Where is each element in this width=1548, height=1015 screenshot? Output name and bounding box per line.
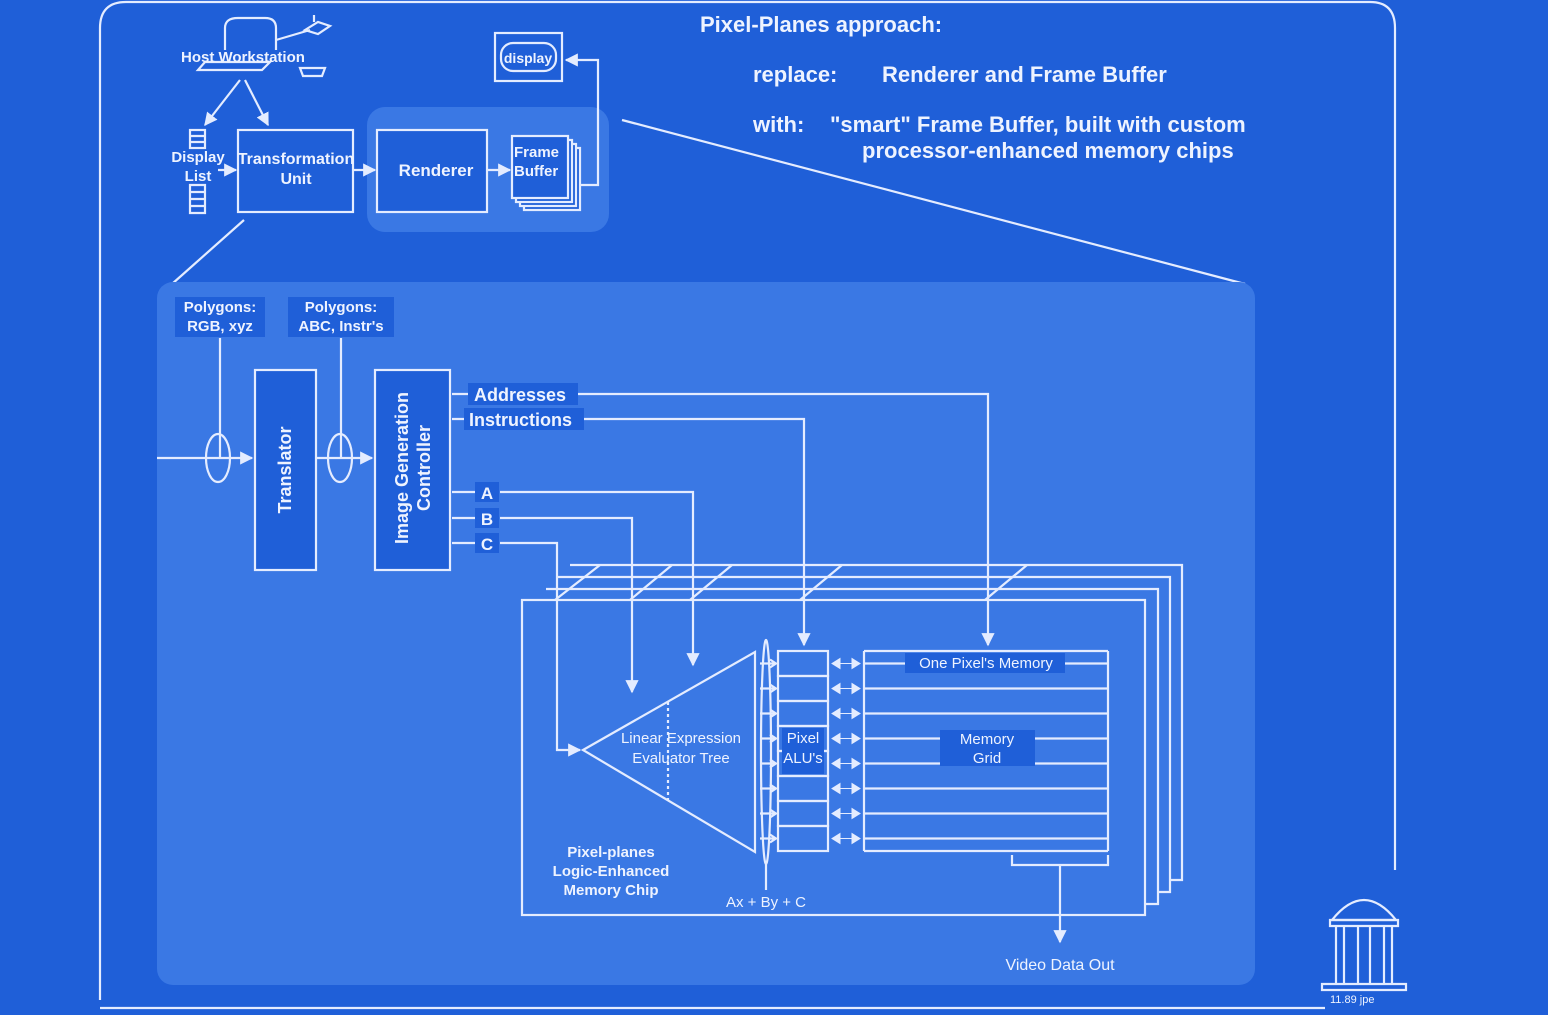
host-workstation-label: Host Workstation [181, 49, 305, 66]
display-label: display [504, 50, 552, 66]
polygons-rgb-label: Polygons:RGB, xyz [184, 299, 257, 335]
bidirectional-arrow [831, 782, 861, 795]
a-bus [452, 490, 693, 665]
slide-frame [98, 0, 1397, 1000]
display-list-icon [188, 128, 207, 215]
replace-label: replace: [753, 62, 837, 87]
heading: Pixel-Planes approach: [700, 12, 942, 37]
tree-output-arrow [760, 783, 778, 794]
polygons-rgb-box [175, 297, 265, 337]
instructions-label: Instructions [469, 410, 572, 430]
bus-loop [204, 432, 232, 484]
arrow [564, 53, 600, 187]
translator-label: Translator [275, 426, 295, 513]
instructions-bus [452, 417, 804, 645]
a-label: A [481, 484, 493, 503]
instructions-tag [464, 408, 584, 430]
renderer-label: Renderer [399, 161, 474, 180]
grid-border [862, 649, 1110, 853]
tree-output-arrow [760, 833, 778, 844]
bidirectional-arrow [831, 657, 861, 670]
pixel-memory-label: One Pixel's Memory [919, 655, 1053, 672]
chip-stack [546, 563, 1184, 906]
zoom-line [621, 118, 1246, 286]
b-bus [452, 516, 632, 692]
alu-cell [776, 649, 830, 678]
pixel-memory-tag [905, 653, 1065, 673]
grid-tag [940, 730, 1035, 766]
detail-panel [157, 282, 1255, 985]
b-tag [475, 508, 499, 528]
polygons-abc-label: Polygons:ABC, Instr's [298, 299, 383, 335]
memory-chip [520, 598, 1147, 917]
with-line-1: "smart" Frame Buffer, built with custom [830, 112, 1246, 137]
tree-output-arrow [760, 733, 778, 744]
video-out-label: Video Data Out [1005, 957, 1115, 974]
memory-grid [831, 649, 1110, 853]
addresses-bus [452, 392, 988, 645]
old-well-logo-icon [1320, 898, 1408, 992]
display-box [493, 31, 564, 83]
frame-buffer-stack [510, 134, 582, 212]
replace-value: Renderer and Frame Buffer [882, 62, 1167, 87]
formula-label: Ax + By + C [726, 894, 806, 911]
zoom-line [171, 219, 245, 285]
a-tag [475, 482, 499, 502]
image-generation-controller-box [373, 368, 452, 572]
arrow [204, 79, 241, 127]
tree-output-arrow [760, 708, 778, 719]
c-bus [452, 541, 580, 750]
alu-tag [782, 728, 824, 774]
credit-label: 11.89 jpe [1330, 994, 1374, 1006]
addresses-tag [468, 383, 578, 405]
bidirectional-arrow [831, 707, 861, 720]
arrow [244, 79, 269, 127]
bidirectional-arrow [831, 807, 861, 820]
tree-output-arrow [760, 683, 778, 694]
translator-box [253, 368, 318, 572]
bus-loop [326, 432, 354, 484]
tree-output-arrow [760, 808, 778, 819]
with-label: with: [752, 112, 804, 137]
polygons-abc-box [288, 297, 394, 337]
host-workstation-icon [195, 15, 333, 78]
tree-output-arrow [760, 658, 778, 669]
evaluator-tree [580, 650, 757, 854]
bidirectional-arrow [831, 832, 861, 845]
c-tag [475, 533, 499, 553]
c-label: C [481, 535, 493, 554]
display-screen [499, 41, 558, 73]
bidirectional-arrow [831, 732, 861, 745]
b-label: B [481, 510, 493, 529]
tree-output-arrow [760, 758, 778, 769]
bidirectional-arrow [831, 682, 861, 695]
addresses-label: Addresses [474, 385, 566, 405]
bidirectional-arrow [831, 757, 861, 770]
renderer-box [375, 128, 489, 214]
with-line-2: processor-enhanced memory chips [862, 138, 1234, 163]
transformation-unit-box [236, 128, 355, 214]
